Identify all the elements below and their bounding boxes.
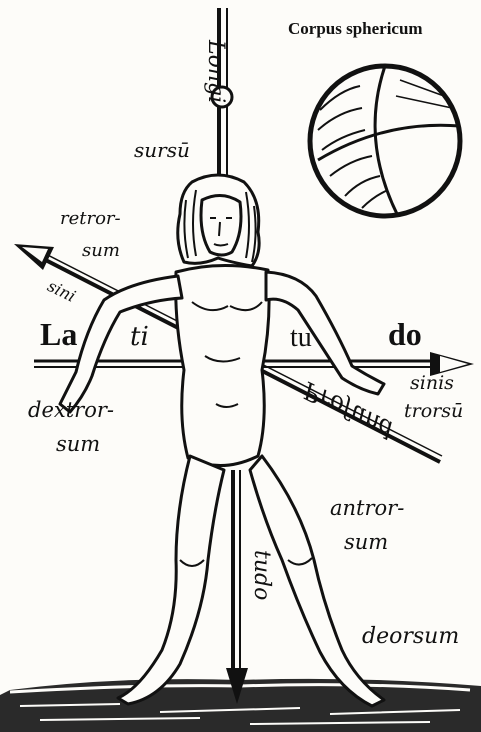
label-sinistrorsum-line2: trorsū: [404, 402, 463, 421]
label-antrorsum-line2: sum: [344, 532, 388, 553]
label-sinistrorsum-line1: sinis: [410, 374, 454, 393]
label-dextrorsum-line1: dextror-: [28, 400, 114, 421]
label-tu: tu: [290, 324, 312, 352]
label-ti: ti: [130, 324, 149, 350]
label-longi: Longi: [204, 40, 226, 103]
label-dextrorsum-line2: sum: [56, 434, 100, 455]
label-antrorsum-line1: antror-: [330, 498, 404, 519]
label-do: do: [388, 318, 422, 350]
label-deorsum: deorsum: [362, 626, 459, 648]
sphere: [310, 66, 460, 216]
label-retrorsum-line2: sum: [82, 242, 120, 260]
label-retrorsum-line1: retror-: [60, 210, 121, 228]
label-tudo: tudo: [250, 550, 272, 600]
label-la: La: [40, 318, 77, 350]
title-corpus-sphericum: Corpus sphericum: [288, 20, 423, 37]
label-sursum: sursū: [134, 140, 190, 160]
